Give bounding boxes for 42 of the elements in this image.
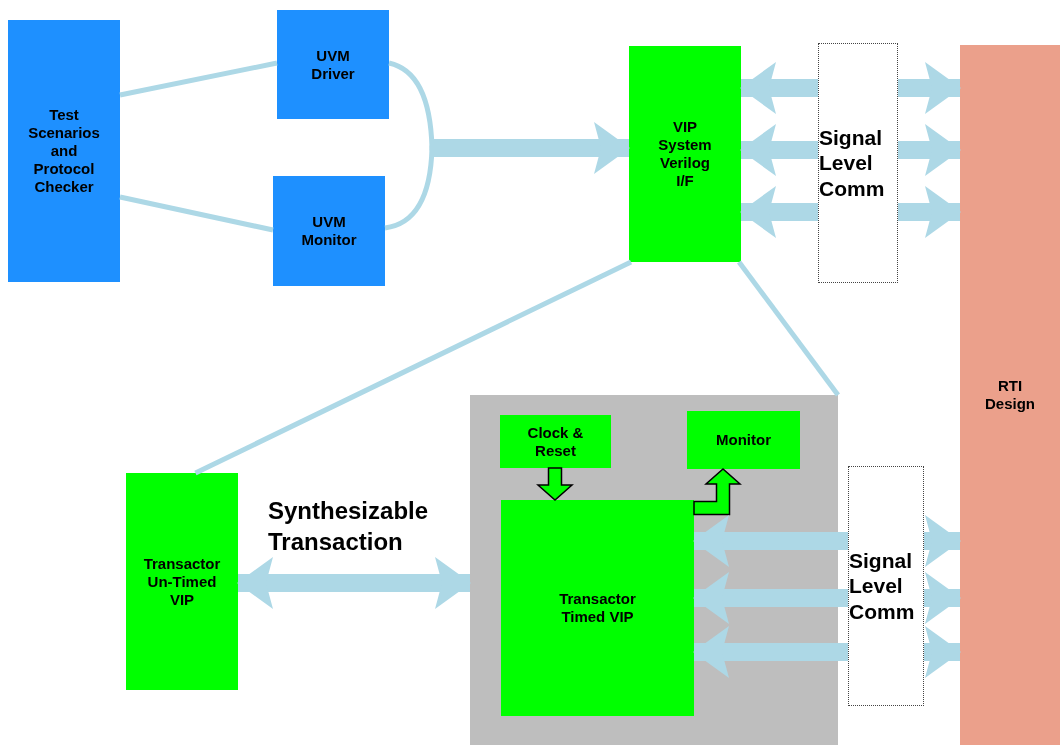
- arrow: [924, 572, 961, 624]
- block-arrow: [693, 468, 742, 516]
- process-box: [277, 10, 389, 119]
- arrow: [432, 122, 630, 174]
- arrow: [898, 62, 961, 114]
- process-box: [126, 473, 238, 690]
- box-label: Transactor Un-Timed VIP: [142, 554, 222, 609]
- dotted-box: [818, 43, 898, 283]
- group-panel: [470, 395, 838, 745]
- connector-line: [194, 259, 633, 476]
- process-box: [500, 415, 611, 468]
- design-block: [960, 45, 1060, 745]
- box-label: Test Scenarios and Protocol Checker: [27, 106, 101, 196]
- arrow: [898, 186, 961, 238]
- box-label: Monitor: [716, 431, 771, 449]
- arrow: [693, 626, 848, 678]
- connector-line: [119, 194, 274, 233]
- box-label: Signal Level Comm: [849, 548, 916, 624]
- connector-line: [119, 60, 278, 98]
- box-label: VIP System Verilog I/F: [657, 118, 713, 190]
- process-box: [273, 176, 385, 286]
- box-label: UVM Driver: [310, 46, 356, 83]
- process-box: [8, 20, 120, 282]
- box-label: Signal Level Comm: [819, 125, 886, 201]
- process-box: [629, 46, 741, 262]
- arrow: [898, 124, 961, 176]
- arrow: [693, 515, 848, 567]
- block-arrow: [536, 467, 574, 501]
- box-label: RTI Design: [984, 377, 1036, 413]
- process-box: [501, 500, 694, 716]
- arrow: [740, 186, 818, 238]
- connector-line: [737, 260, 840, 397]
- arrow: [740, 62, 818, 114]
- arrow: [924, 515, 961, 567]
- arrow: [924, 626, 961, 678]
- process-box: [687, 411, 800, 469]
- dotted-box: [848, 466, 924, 706]
- arrow: [693, 572, 848, 624]
- box-label: Transactor Timed VIP: [558, 590, 637, 626]
- arrow: [237, 557, 471, 609]
- box-label: Clock & Reset: [526, 423, 585, 460]
- box-label: UVM Monitor: [300, 213, 358, 249]
